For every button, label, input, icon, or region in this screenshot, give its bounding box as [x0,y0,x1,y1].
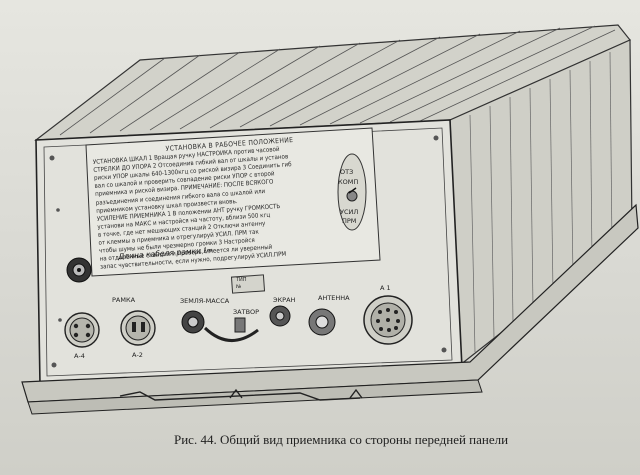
type-plate-line1: ТИП [236,277,247,283]
ramka-connector-a4[interactable] [64,312,100,348]
a1-label: А 1 [380,284,391,292]
screen-terminal[interactable] [269,305,291,327]
ekran-label: ЭКРАН [273,296,296,304]
housing-ribs [59,25,616,136]
instruction-plate [85,127,381,277]
main-connector-a1[interactable] [363,295,413,345]
base-clamps [119,388,363,401]
connector-a2[interactable] [120,310,156,346]
zatvor-label: ЗАТВОР [233,308,260,316]
prm-label: ПРМ [342,217,357,225]
ramka-label: РАМКА [112,296,136,304]
a4-label: А-4 [74,352,85,360]
otz-label: ОТЗ [340,168,354,176]
figure-caption: Рис. 44. Общий вид приемника со стороны … [174,432,509,447]
antenna-terminal[interactable] [308,308,336,336]
komp-label: КОМП [338,178,359,186]
ground-terminal[interactable] [181,310,259,342]
zemlya-massa-label: ЗЕМЛЯ-МАССА [180,297,230,305]
type-plate [230,274,266,294]
coax-connector[interactable] [66,257,92,283]
type-plate-line2: № [236,284,242,290]
antenna-label: АНТЕННА [318,294,350,302]
side-ribs [469,51,613,353]
a2-label: А-2 [132,351,143,359]
usil-label: УСИЛ [340,208,359,216]
